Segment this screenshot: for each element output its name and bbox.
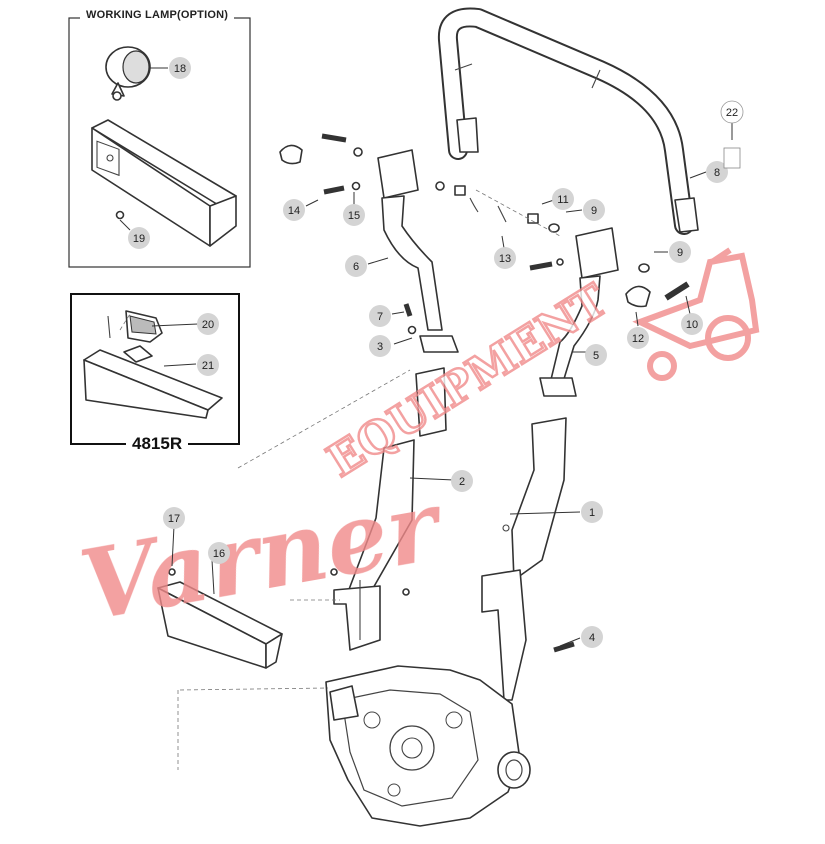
callout-10: 10 bbox=[681, 313, 703, 335]
callout-13: 13 bbox=[494, 247, 516, 269]
callout-5: 5 bbox=[585, 344, 607, 366]
working-lamp-icon bbox=[105, 46, 151, 101]
roll-bar-hoop bbox=[437, 7, 699, 235]
callout-17: 17 bbox=[163, 507, 185, 529]
callout-6: 6 bbox=[345, 255, 367, 277]
callout-14: 14 bbox=[283, 199, 305, 221]
callout-18: 18 bbox=[169, 57, 191, 79]
rops-bracket-left bbox=[333, 367, 447, 651]
callout-11: 11 bbox=[552, 188, 574, 210]
svg-text:14: 14 bbox=[288, 205, 300, 217]
rops-bracket-right bbox=[481, 417, 567, 701]
rops-upright-right bbox=[539, 227, 619, 397]
svg-text:16: 16 bbox=[213, 548, 225, 560]
callouts: 1 2 3 4 5 6 7 8 9 9 10 11 12 13 14 15 16… bbox=[128, 57, 744, 648]
svg-text:6: 6 bbox=[353, 261, 359, 273]
mount-bolts bbox=[330, 568, 575, 653]
callout-1: 1 bbox=[581, 501, 603, 523]
working-lamp-inset bbox=[68, 17, 251, 268]
nut-icon bbox=[115, 210, 125, 220]
transmission-housing bbox=[325, 665, 531, 827]
lamp-bracket-plate bbox=[91, 119, 237, 247]
callout-22: 22 bbox=[720, 100, 744, 124]
svg-text:3: 3 bbox=[377, 341, 383, 353]
callout-4: 4 bbox=[581, 626, 603, 648]
svg-text:4: 4 bbox=[589, 632, 595, 644]
callout-15: 15 bbox=[343, 204, 365, 226]
callout-2: 2 bbox=[451, 470, 473, 492]
callout-9-upper: 9 bbox=[583, 199, 605, 221]
callout-20: 20 bbox=[197, 313, 219, 335]
callout-19: 19 bbox=[128, 227, 150, 249]
tractor-icon bbox=[632, 247, 760, 381]
svg-text:17: 17 bbox=[168, 513, 180, 525]
svg-text:11: 11 bbox=[557, 194, 568, 206]
callout-21: 21 bbox=[197, 354, 219, 376]
svg-text:12: 12 bbox=[632, 333, 644, 345]
led-lamp-icon bbox=[107, 310, 163, 343]
working-lamp-title: WORKING LAMP(OPTION) bbox=[80, 9, 235, 21]
svg-text:9: 9 bbox=[677, 247, 683, 259]
callout-9-lower: 9 bbox=[669, 241, 691, 263]
bolt-hardware bbox=[279, 133, 690, 335]
assembly-lines bbox=[119, 189, 561, 770]
svg-text:22: 22 bbox=[726, 107, 738, 119]
callout-12: 12 bbox=[627, 327, 649, 349]
svg-text:5: 5 bbox=[593, 350, 599, 362]
svg-text:15: 15 bbox=[348, 210, 360, 222]
rops-upright-left bbox=[377, 149, 459, 353]
model-label: 4815R bbox=[126, 434, 189, 454]
callout-8: 8 bbox=[706, 161, 728, 183]
svg-text:13: 13 bbox=[499, 253, 511, 265]
lamp-mount-plate bbox=[83, 345, 223, 419]
cover-plate bbox=[157, 568, 283, 669]
watermark-script: Varner bbox=[72, 468, 452, 643]
svg-text:1: 1 bbox=[589, 507, 595, 519]
svg-text:7: 7 bbox=[377, 311, 383, 323]
callout-16: 16 bbox=[208, 542, 230, 564]
svg-text:2: 2 bbox=[459, 476, 465, 488]
svg-text:21: 21 bbox=[202, 360, 214, 372]
svg-text:10: 10 bbox=[686, 319, 698, 331]
callout-3: 3 bbox=[369, 335, 391, 357]
decal-icon bbox=[723, 147, 741, 169]
model-4815r-inset bbox=[70, 293, 240, 445]
svg-text:20: 20 bbox=[202, 319, 214, 331]
svg-text:18: 18 bbox=[174, 63, 186, 75]
callout-7: 7 bbox=[369, 305, 391, 327]
svg-text:9: 9 bbox=[591, 205, 597, 217]
svg-text:8: 8 bbox=[714, 167, 720, 179]
svg-text:19: 19 bbox=[133, 233, 145, 245]
leader-lines bbox=[119, 67, 733, 647]
